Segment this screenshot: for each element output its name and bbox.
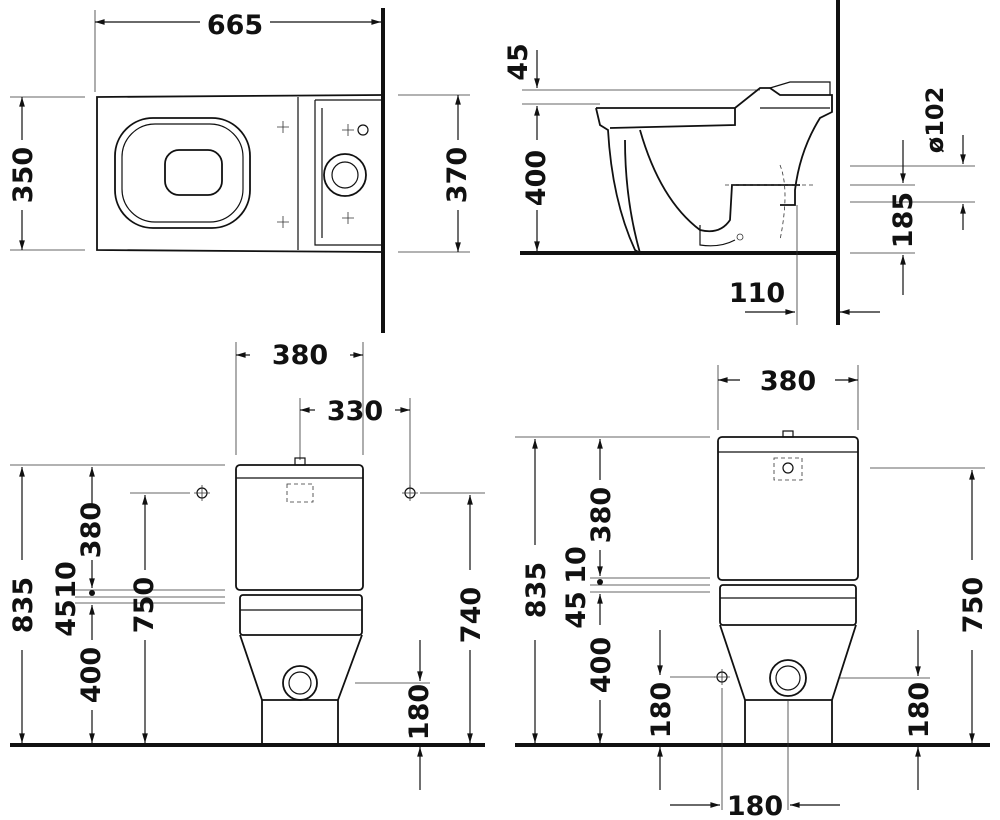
dim-tank-height: 380 (586, 487, 617, 543)
dim-rim-height: 400 (586, 637, 617, 693)
dim-supply-height: 750 (958, 577, 989, 633)
dim-tank-width: 380 (760, 366, 816, 397)
dim-seat: 45 (561, 591, 592, 629)
dim-supply-height-left: 750 (129, 577, 160, 633)
dim-tank-width: 380 (272, 340, 328, 371)
flush-valve-circle (323, 153, 367, 197)
toilet-outline-plan (96, 94, 384, 253)
dim-outlet-distance: 110 (729, 278, 785, 309)
plan-view: 665 350 370 (8, 8, 473, 333)
seat (719, 584, 857, 626)
dim-outlet-height: 185 (888, 192, 919, 248)
dim-bowl-depth: 350 (8, 147, 39, 203)
dim-total-height: 835 (521, 562, 552, 618)
drain-circle (282, 665, 318, 701)
dim-total-height: 835 (8, 577, 39, 633)
dim-supply-height-right: 740 (456, 587, 487, 643)
bowl-front (239, 634, 363, 745)
front-view-left: 380 330 835 380 10 45 400 750 (8, 340, 487, 790)
cistern (717, 436, 859, 581)
dim-supply-spacing: 330 (327, 396, 383, 427)
dim-drain-height-right: 180 (904, 682, 935, 738)
bowl-front (719, 624, 857, 745)
cistern (235, 464, 364, 591)
dim-overall-depth: 370 (442, 147, 473, 203)
seat-outline (114, 117, 251, 229)
dim-seat: 45 (51, 599, 82, 637)
dim-rim-height: 400 (521, 150, 552, 206)
bowl-profile (595, 87, 833, 254)
dim-seat-gap: 45 (503, 43, 534, 81)
bowl-opening (164, 149, 223, 196)
drain-circle (769, 659, 807, 697)
dim-outlet-diameter: ø102 (921, 87, 949, 154)
dim-tank-height: 380 (76, 502, 107, 558)
dim-gap: 10 (561, 546, 592, 584)
side-view: 45 400 ø102 185 110 (503, 0, 975, 325)
front-view-right: 380 835 380 10 45 400 180 180 750 (515, 365, 990, 820)
seat (239, 594, 363, 636)
dim-drain-height: 180 (404, 684, 435, 740)
dim-width: 665 (207, 10, 263, 41)
dim-drain-height-left: 180 (646, 682, 677, 738)
dim-drain-spacing: 180 (727, 791, 783, 820)
dim-rim-height: 400 (76, 647, 107, 703)
dim-gap: 10 (51, 561, 82, 599)
